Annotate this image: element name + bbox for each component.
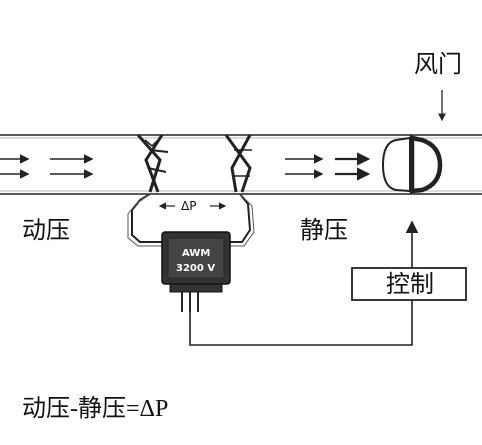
delta-p-indicator: ΔP [158, 199, 227, 213]
flow-arrows-right [285, 152, 371, 181]
cross-probe-icon-left [136, 134, 169, 193]
control-label: 控制 [386, 270, 434, 298]
sensor-model-line1: AWM [182, 248, 210, 259]
pressure-sensor-icon: AWM 3200 V [161, 231, 231, 312]
sensor-model-line2: 3200 V [176, 263, 215, 274]
damper-icon [381, 135, 443, 194]
delta-p-label: ΔP [181, 199, 196, 213]
static-pressure-label: 静压 [300, 216, 348, 244]
signal-line [189, 300, 413, 346]
formula-label: 动压-静压=ΔP [22, 395, 168, 422]
dynamic-pressure-label: 动压 [22, 216, 70, 244]
pressure-tubes [127, 193, 255, 247]
damper-label: 风门 [414, 50, 462, 78]
cross-probe-icon-right [224, 134, 252, 193]
control-box: 控制 [351, 267, 467, 301]
flow-arrows-left [0, 154, 94, 179]
